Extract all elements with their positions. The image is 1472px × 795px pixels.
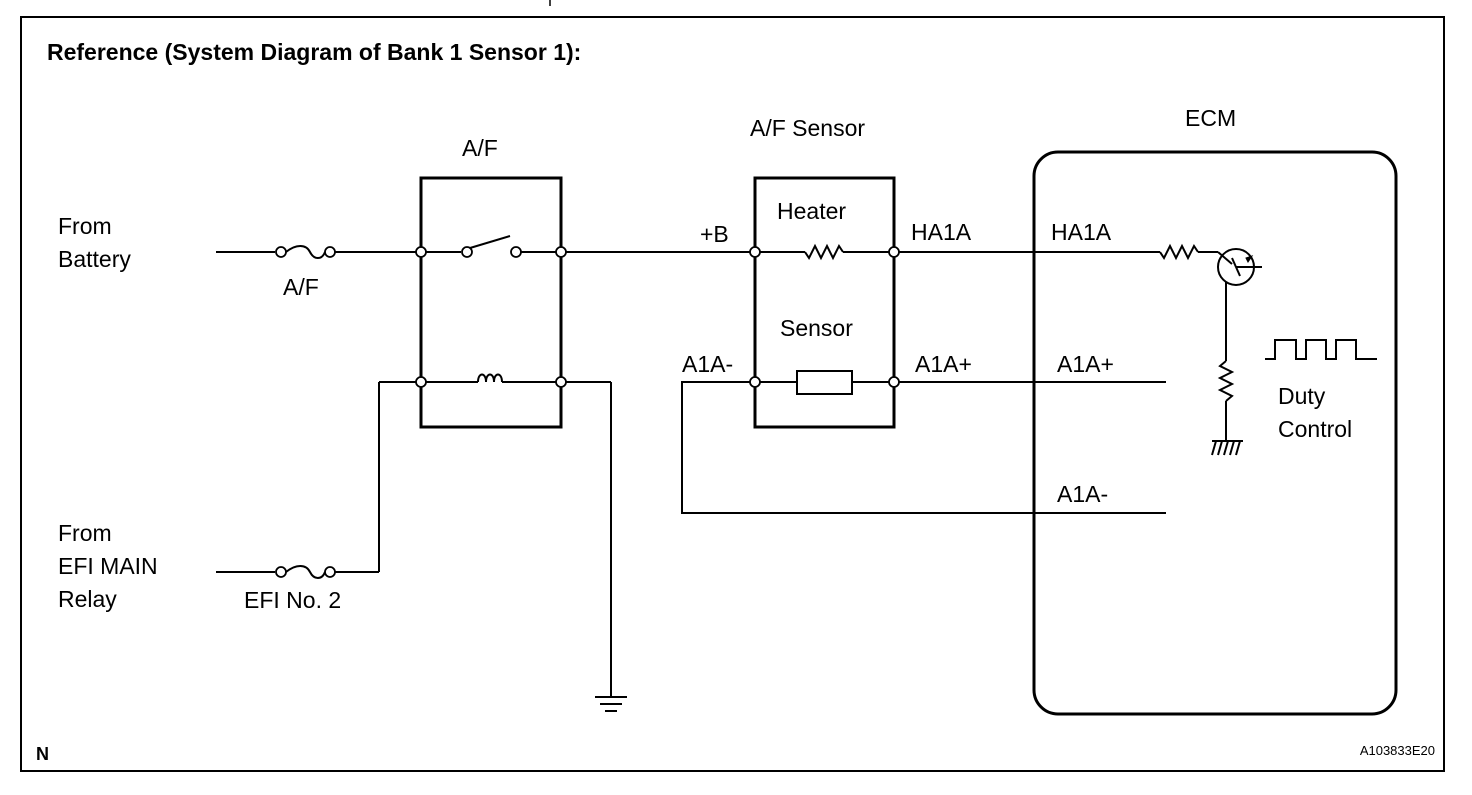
sensor-pin-a1a-plus-label: A1A+ — [915, 351, 972, 377]
ecm-ground-icon — [1211, 440, 1243, 456]
figure-code: A103833E20 — [1360, 743, 1435, 758]
diagram-title: Reference (System Diagram of Bank 1 Sens… — [47, 39, 581, 65]
efi-fuse — [216, 381, 416, 579]
relay-coil-icon — [415, 373, 567, 388]
ecm-pin-a1a-plus-label: A1A+ — [1057, 351, 1114, 377]
ecm-box — [1032, 150, 1398, 716]
ecm-pin-a1a-minus-label: A1A- — [1057, 481, 1108, 507]
ecm-pin-ha1a-label: HA1A — [1051, 219, 1112, 245]
sensor-pin-a1a-minus-label: A1A- — [682, 351, 733, 377]
sensor-pin-ha1a-label: HA1A — [911, 219, 972, 245]
af-fuse — [216, 245, 416, 259]
efi-source-line2: EFI MAIN — [58, 553, 158, 579]
duty-control-line1: Duty — [1278, 383, 1326, 409]
sensor-label: Sensor — [780, 315, 853, 341]
af-sensor-box — [753, 176, 896, 429]
sensor-element-icon — [749, 370, 900, 395]
wire-a1a-minus — [681, 381, 1166, 514]
af-fuse-label: A/F — [283, 274, 319, 300]
efi-fuse-label: EFI No. 2 — [244, 587, 341, 613]
battery-source-line2: Battery — [58, 246, 131, 272]
corner-mark: N — [36, 744, 49, 764]
af-sensor-label: A/F Sensor — [750, 115, 865, 141]
pin-plus-b-label: +B — [700, 221, 729, 247]
battery-source-line1: From — [58, 213, 112, 239]
relay-box — [419, 176, 563, 429]
ground-icon — [566, 381, 627, 712]
diagram-frame — [20, 16, 1445, 772]
heater-label: Heater — [777, 198, 846, 224]
efi-source-line1: From — [58, 520, 112, 546]
heater-resistor-icon — [749, 243, 900, 261]
duty-control-line2: Control — [1278, 416, 1352, 442]
ecm-label: ECM — [1185, 105, 1236, 131]
pulldown-resistor-icon — [1217, 360, 1235, 441]
duty-waveform-icon — [1265, 339, 1377, 360]
relay-switch — [415, 235, 567, 258]
transistor-icon — [1217, 248, 1262, 361]
relay-label: A/F — [462, 135, 498, 161]
ecm-resistor-icon — [1159, 243, 1218, 261]
efi-source-line3: Relay — [58, 586, 117, 612]
